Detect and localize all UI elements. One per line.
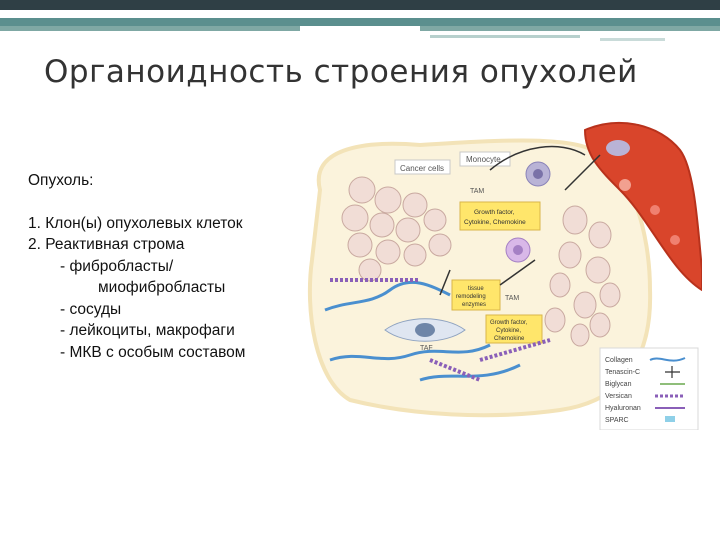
spacer: [28, 192, 245, 213]
vessel-cell: [670, 235, 680, 245]
legend-tenascin: Tenascin-C: [605, 369, 640, 376]
header-strip-left: [0, 26, 300, 31]
label-tam-top: TAM: [470, 188, 484, 195]
vessel-cell: [606, 140, 630, 156]
label-enzymes: enzymes: [462, 302, 486, 308]
sub-list-item: - фибробласты/: [60, 257, 174, 275]
slide-body: Опухоль: 1. Клон(ы) опухолевых клеток 2.…: [28, 170, 245, 363]
growth-factor-box-1: [459, 201, 541, 231]
arrow: [489, 145, 586, 171]
cancer-cells: [341, 176, 452, 282]
legend-collagen: Collagen: [605, 357, 633, 364]
collagen-fiber: [419, 363, 521, 382]
versican-chain: [479, 338, 551, 362]
header-accent-line: [430, 35, 580, 38]
remodeling-box: [451, 279, 501, 311]
legend-swatch-collagen: [649, 357, 686, 362]
sub-list-item: - лейкоциты, макрофаги: [60, 322, 235, 339]
legend-sparc: SPARC: [605, 417, 629, 424]
sub-list-item: - МКВ с особым составом: [60, 343, 246, 361]
sub-list-item: - сосуды: [60, 300, 122, 318]
sub-list-item: миофибробласты: [98, 279, 226, 296]
header-accent-line-2: [600, 38, 665, 41]
fibroblasts-right: [544, 205, 621, 347]
blood-vessel: [583, 122, 702, 292]
arrow: [439, 269, 451, 296]
label-tissue: tissue: [468, 286, 484, 292]
tumor-microenvironment-figure: Cancer cells Monocyte TAM Growth factor,…: [307, 122, 702, 430]
list-item: 1. Клон(ы) опухолевых клеток: [28, 214, 243, 232]
label-tam: TAM: [505, 295, 519, 302]
label-monocyte: Monocyte: [466, 155, 501, 164]
arrow: [564, 154, 601, 191]
header-teal-bar: [0, 18, 720, 26]
collagen-fiber: [329, 343, 491, 362]
legend-hyaluronan: Hyaluronan: [605, 405, 641, 412]
label-box-monocyte: [459, 151, 511, 167]
label-chemokine-2: Chemokine: [494, 336, 525, 342]
list-item: 2. Реактивная строма: [28, 236, 185, 253]
legend-swatch-sparc: [665, 416, 675, 422]
slide-title: Органоидность строения опухолей: [44, 54, 638, 90]
versican-chain: [429, 358, 481, 382]
header-dark-bar: [0, 0, 720, 10]
label-box-cancer: [394, 159, 451, 175]
arrow: [499, 259, 536, 286]
collagen-fiber: [324, 280, 451, 312]
label-growth-1: Growth factor,: [474, 209, 515, 216]
monocyte-nucleus: [533, 169, 543, 179]
intro-text: Опухоль:: [28, 172, 94, 189]
label-growth-2: Growth factor,: [490, 320, 528, 326]
legend-biglycan: Biglycan: [605, 381, 632, 388]
label-taf: TAF: [420, 345, 433, 352]
vessel-cell: [650, 205, 660, 215]
macrophage-nucleus: [513, 245, 523, 255]
taf-nucleus: [415, 323, 435, 337]
header-strip-right: [420, 26, 720, 31]
label-remodeling: remodeling: [456, 294, 486, 300]
label-cancer-cells: Cancer cells: [400, 164, 444, 173]
legend-versican: Versican: [605, 393, 632, 400]
vessel-cell: [619, 179, 631, 191]
legend-swatch-tenascin: [665, 366, 680, 378]
growth-factor-box-2: [485, 314, 543, 344]
legend-box: [599, 347, 699, 430]
label-cytokine-1: Cytokine, Chemokine: [464, 219, 526, 226]
label-cytokine-2: Cytokine,: [496, 328, 521, 334]
